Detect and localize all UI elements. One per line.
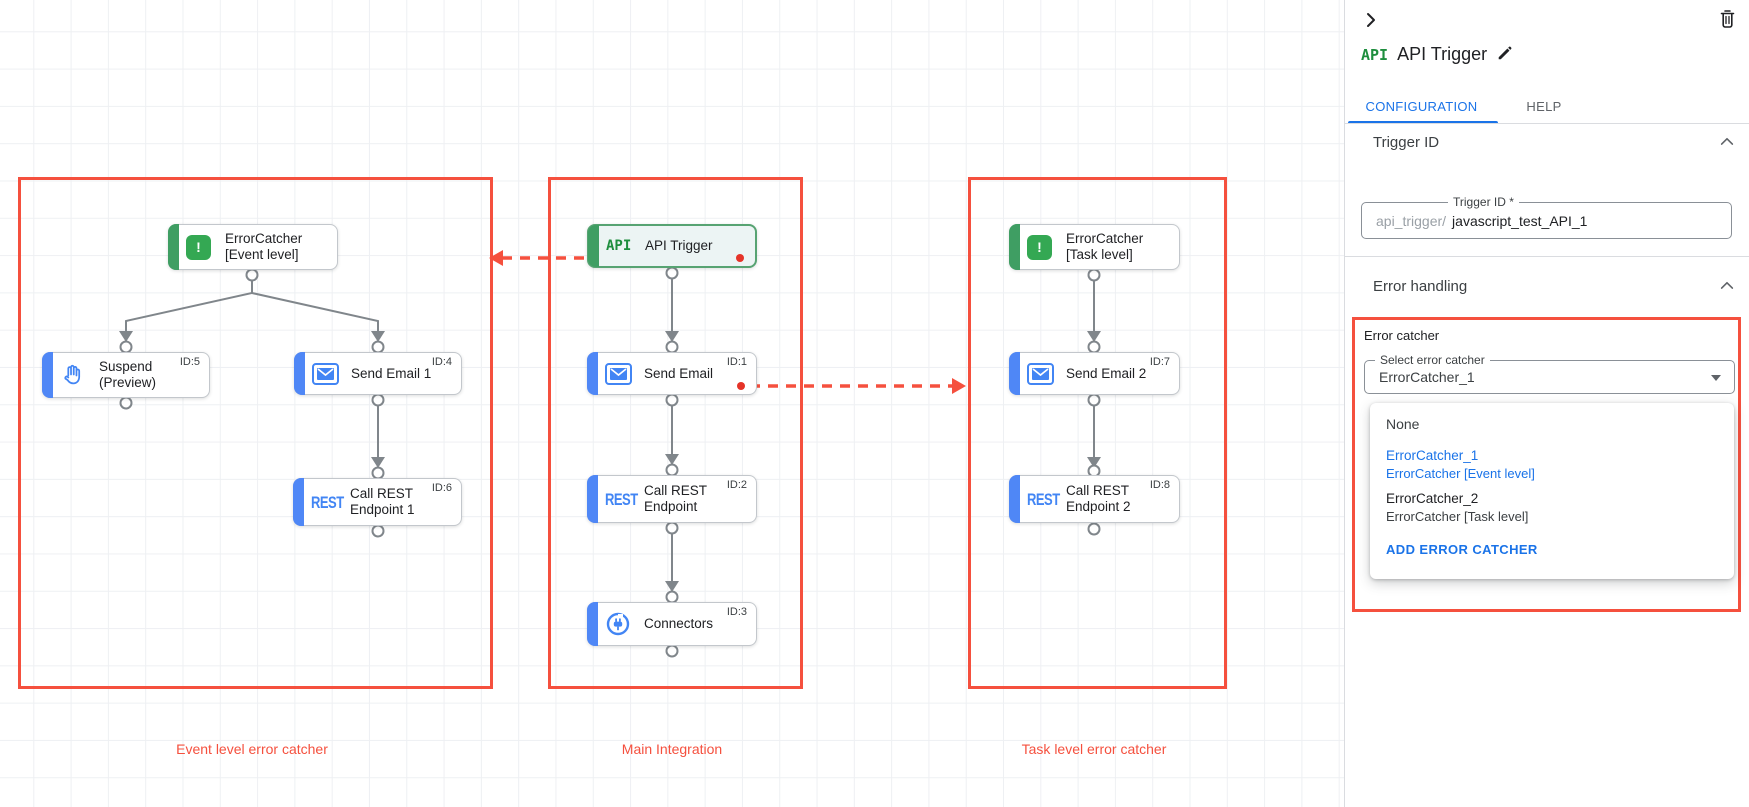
email-icon	[605, 362, 632, 385]
node-accent-bar	[588, 225, 599, 267]
node-call-rest-2[interactable]: REST Call REST Endpoint 2 ID:8	[1009, 475, 1180, 523]
tab-configuration[interactable]: CONFIGURATION	[1365, 98, 1478, 114]
node-send-email-1[interactable]: Send Email 1 ID:4	[294, 352, 462, 395]
error-route-dot	[736, 254, 744, 262]
node-accent-bar	[1009, 224, 1020, 270]
select-error-catcher-value: ErrorCatcher_1	[1379, 369, 1475, 385]
node-accent-bar	[168, 224, 179, 270]
node-label: ErrorCatcher [Event level]	[225, 231, 303, 262]
divider	[1345, 123, 1749, 124]
option-errorcatcher-2[interactable]: ErrorCatcher_2 ErrorCatcher [Task level]	[1386, 491, 1529, 524]
node-label: API Trigger	[645, 238, 713, 254]
select-error-catcher-label: Select error catcher	[1375, 353, 1490, 367]
node-connectors[interactable]: Connectors ID:3	[587, 602, 757, 646]
integration-canvas[interactable]: ! ErrorCatcher [Event level] Suspend (Pr…	[0, 0, 1344, 807]
collapse-section-icon[interactable]	[1719, 134, 1735, 151]
node-call-rest[interactable]: REST Call REST Endpoint ID:2	[587, 475, 757, 523]
rest-logo-icon: REST	[605, 489, 638, 509]
node-id-badge: ID:6	[431, 482, 452, 494]
node-id-badge: ID:3	[726, 606, 747, 618]
node-error-catcher-event[interactable]: ! ErrorCatcher [Event level]	[168, 224, 338, 270]
api-logo-icon: API	[606, 238, 632, 254]
panel-tabs: CONFIGURATION HELP	[1345, 88, 1749, 124]
task-level-group-box	[968, 177, 1227, 689]
tab-help[interactable]: HELP	[1526, 98, 1562, 114]
node-label: Call REST Endpoint 2	[1066, 483, 1131, 514]
delete-trigger-button[interactable]	[1718, 8, 1737, 32]
node-id-badge: ID:5	[179, 356, 200, 368]
api-logo-icon: API	[1361, 45, 1389, 64]
main-integration-group-box	[548, 177, 803, 689]
node-label: Send Email 2	[1066, 365, 1147, 381]
trigger-id-value: javascript_test_API_1	[1452, 212, 1588, 229]
caption-event-level: Event level error catcher	[176, 741, 328, 757]
collapse-section-icon[interactable]	[1719, 278, 1735, 295]
section-trigger-id[interactable]: Trigger ID	[1373, 134, 1440, 151]
node-accent-bar	[42, 352, 53, 398]
node-label: Send Email 1	[351, 365, 432, 381]
collapse-panel-button[interactable]	[1361, 10, 1381, 33]
section-error-handling[interactable]: Error handling	[1373, 278, 1468, 295]
node-label: ErrorCatcher [Task level]	[1066, 231, 1144, 262]
caption-main-integration: Main Integration	[621, 741, 723, 757]
active-tab-underline	[1348, 121, 1498, 124]
node-error-catcher-task[interactable]: ! ErrorCatcher [Task level]	[1009, 224, 1180, 270]
node-call-rest-1[interactable]: REST Call REST Endpoint 1 ID:6	[293, 478, 462, 526]
trigger-id-field[interactable]: Trigger ID * api_trigger/ javascript_tes…	[1361, 195, 1732, 239]
event-level-group-box	[18, 177, 493, 689]
node-accent-bar	[587, 602, 598, 646]
node-id-badge: ID:4	[431, 356, 452, 368]
panel-title-row: API API Trigger	[1361, 44, 1514, 65]
connectors-icon	[605, 611, 631, 637]
select-error-catcher[interactable]: Select error catcher ErrorCatcher_1	[1364, 353, 1735, 394]
node-accent-bar	[587, 475, 598, 523]
node-accent-bar	[294, 352, 305, 395]
node-id-badge: ID:7	[1149, 356, 1170, 368]
node-accent-bar	[587, 352, 598, 395]
node-id-badge: ID:1	[726, 356, 747, 368]
rest-logo-icon: REST	[1027, 489, 1060, 509]
node-label: Call REST Endpoint 1	[350, 486, 415, 517]
config-panel: API API Trigger CONFIGURATION HELP Trigg…	[1344, 0, 1749, 807]
error-catcher-dropdown: None ErrorCatcher_1 ErrorCatcher [Event …	[1370, 403, 1734, 579]
node-accent-bar	[1009, 352, 1020, 395]
error-catcher-label: Error catcher	[1364, 328, 1440, 343]
error-catcher-icon: !	[1027, 234, 1052, 260]
node-api-trigger[interactable]: API API Trigger	[587, 224, 757, 268]
error-catcher-icon: !	[186, 234, 211, 260]
trigger-id-field-label: Trigger ID *	[1448, 195, 1519, 209]
node-suspend[interactable]: Suspend (Preview) ID:5	[42, 352, 210, 398]
add-error-catcher-button[interactable]: ADD ERROR CATCHER	[1386, 542, 1538, 557]
email-icon	[1027, 362, 1054, 385]
node-label: Suspend (Preview)	[99, 359, 157, 390]
node-send-email-2[interactable]: Send Email 2 ID:7	[1009, 352, 1180, 395]
node-label: Send Email	[644, 365, 714, 381]
node-label: Call REST Endpoint	[644, 483, 708, 514]
node-id-badge: ID:8	[1149, 479, 1170, 491]
error-route-dot	[737, 382, 745, 390]
node-label: Connectors	[644, 616, 714, 632]
divider	[1345, 256, 1749, 257]
exclamation-glyph: !	[1037, 239, 1042, 255]
node-id-badge: ID:2	[726, 479, 747, 491]
panel-title: API Trigger	[1397, 44, 1488, 64]
option-none[interactable]: None	[1386, 416, 1420, 432]
email-icon	[312, 362, 339, 385]
edit-title-button[interactable]	[1496, 44, 1514, 65]
dropdown-caret-icon	[1711, 375, 1721, 381]
node-send-email[interactable]: Send Email ID:1	[587, 352, 757, 395]
caption-task-level: Task level error catcher	[1021, 741, 1167, 757]
node-accent-bar	[1009, 475, 1020, 523]
node-accent-bar	[293, 478, 304, 526]
error-catcher-highlight-box: Error catcher Select error catcher Error…	[1352, 317, 1741, 612]
option-errorcatcher-1[interactable]: ErrorCatcher_1 ErrorCatcher [Event level…	[1386, 448, 1535, 481]
exclamation-glyph: !	[196, 239, 201, 255]
hand-icon	[60, 363, 84, 387]
rest-logo-icon: REST	[311, 492, 344, 512]
trigger-id-prefix: api_trigger/	[1376, 212, 1447, 229]
